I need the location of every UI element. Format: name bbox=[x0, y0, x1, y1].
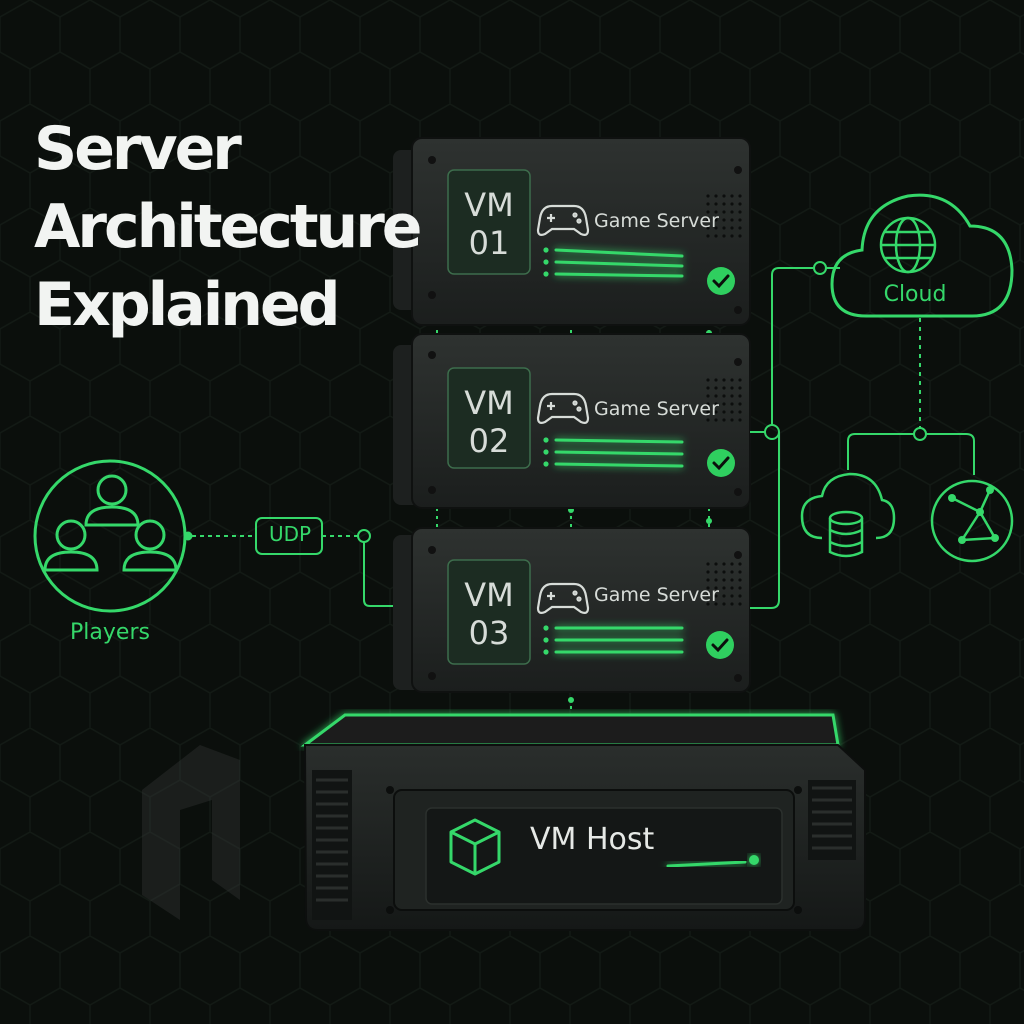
udp-link bbox=[183, 517, 394, 607]
vm-03-id: VM 03 bbox=[464, 576, 514, 652]
cloud-label: Cloud bbox=[883, 282, 947, 307]
vm-01-id: VM 01 bbox=[464, 186, 514, 262]
udp-label: UDP bbox=[268, 522, 312, 546]
gamepad-icon bbox=[536, 582, 590, 614]
vm-status-bars bbox=[554, 248, 684, 654]
title-line-3: Explained bbox=[34, 270, 341, 340]
network-nodes bbox=[948, 486, 999, 544]
page-title: Server Architecture Explained bbox=[34, 110, 423, 344]
vm-02-role: Game Server bbox=[594, 398, 719, 420]
title-line-1: Server bbox=[34, 114, 242, 184]
vm-01-role: Game Server bbox=[594, 210, 719, 232]
vm-server-01 bbox=[393, 137, 751, 326]
cloud-node bbox=[830, 193, 1014, 318]
check-icon bbox=[706, 631, 734, 659]
vm-host-label: VM Host bbox=[530, 822, 655, 857]
cube-icon bbox=[449, 818, 501, 876]
vm-host bbox=[300, 713, 866, 931]
vm-server-02 bbox=[393, 333, 751, 509]
vm-server-03 bbox=[393, 527, 751, 693]
users-icon bbox=[43, 474, 178, 572]
cloud-links bbox=[750, 261, 975, 609]
vm-status-dots bbox=[543, 247, 549, 655]
players-label: Players bbox=[70, 620, 150, 645]
host-status-bar bbox=[666, 855, 759, 868]
globe-icon bbox=[879, 216, 937, 274]
check-icon bbox=[707, 267, 735, 295]
database-cloud-icon bbox=[800, 472, 896, 558]
gamepad-icon bbox=[536, 392, 590, 424]
logo-watermark bbox=[142, 745, 240, 920]
vm-03-role: Game Server bbox=[594, 584, 719, 606]
gamepad-icon bbox=[536, 204, 590, 236]
vm-02-id: VM 02 bbox=[464, 384, 514, 460]
check-icon bbox=[707, 449, 735, 477]
title-line-2: Architecture bbox=[34, 192, 423, 262]
